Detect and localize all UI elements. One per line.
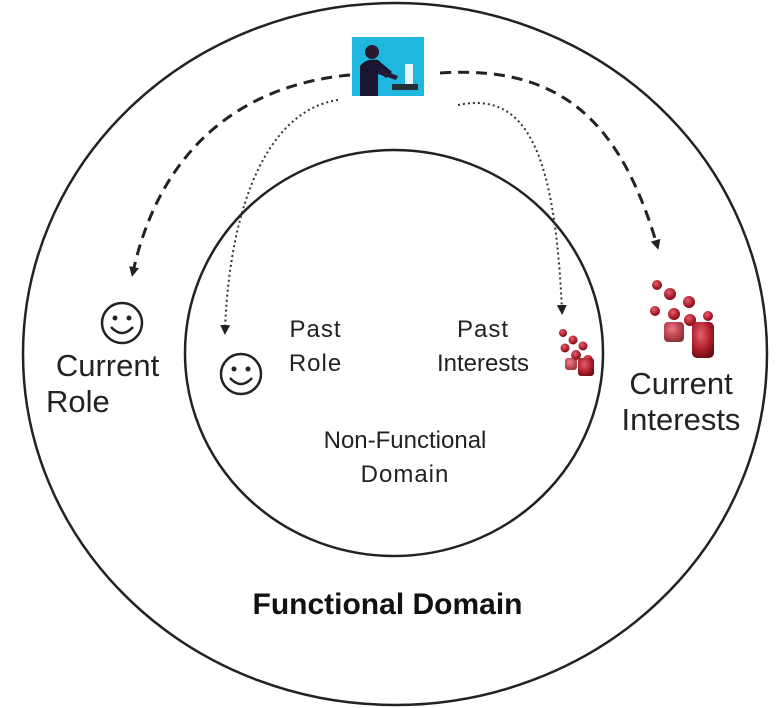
past-role-smiley-icon (219, 352, 263, 396)
arrow-user-to-current-role (129, 73, 351, 277)
current-role-line1: Current (55, 348, 160, 383)
past-interests-line2: Interests (436, 349, 530, 377)
current-interests-label: Current Interests (606, 366, 756, 437)
current-interests-line2: Interests (621, 401, 741, 437)
functional-domain-label: Functional Domain (252, 588, 523, 621)
past-interests-cubes-icon (559, 329, 594, 376)
arrow-user-to-current-interests (439, 70, 661, 250)
past-role-label: Past Role (278, 316, 353, 377)
arrow-user-to-past-interests (457, 102, 567, 315)
non-functional-domain-line1: Non-Functional (323, 427, 487, 454)
past-role-line1: Past (289, 316, 342, 343)
current-role-smiley-icon (100, 301, 144, 345)
past-interests-line1: Past (456, 316, 510, 343)
past-interests-label: Past Interests (423, 316, 543, 377)
non-functional-domain-label: Non-Functional Domain (285, 427, 525, 488)
user-at-computer-icon (352, 37, 424, 96)
current-interests-cubes-icon (650, 280, 714, 358)
past-role-line2: Role (288, 349, 343, 377)
current-interests-line1: Current (629, 366, 733, 401)
current-role-label: Current Role (40, 348, 175, 419)
arrow-user-to-past-role (220, 99, 339, 335)
current-role-line2: Role (46, 383, 110, 419)
non-functional-domain-line2: Domain (360, 460, 450, 488)
non-functional-domain-circle (183, 148, 605, 558)
functional-domain-circle (21, 1, 769, 707)
